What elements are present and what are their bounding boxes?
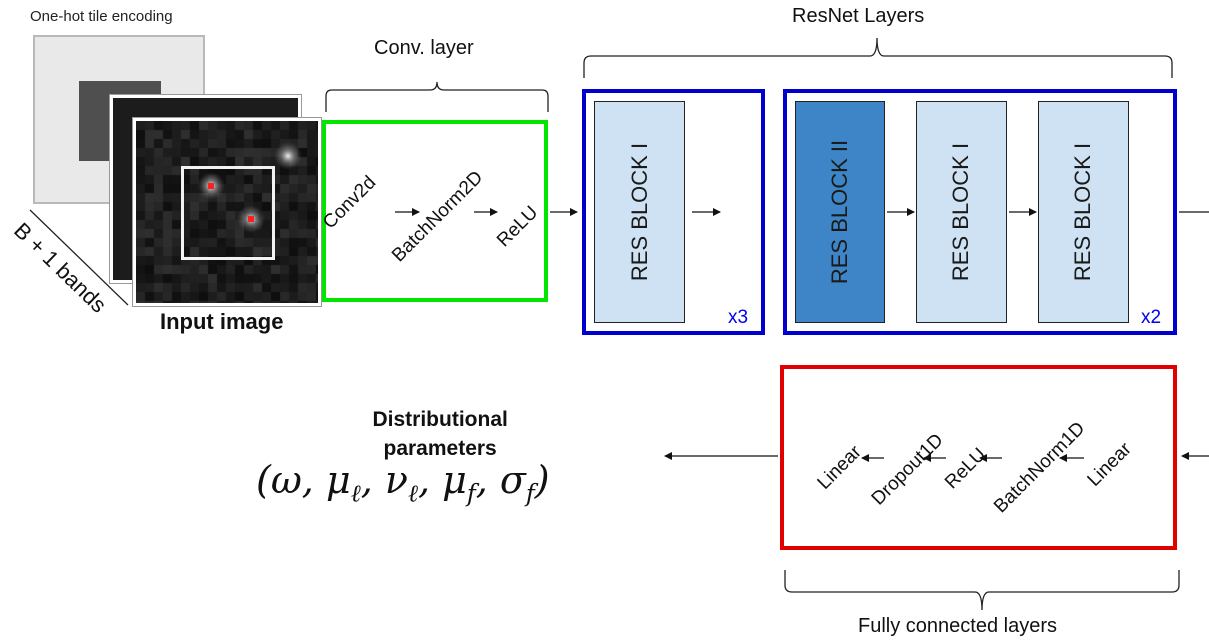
res-block-2a [795, 101, 885, 323]
res-block-2c [1038, 101, 1129, 323]
repeat-x2: x2 [1141, 307, 1162, 328]
res-block-1a [594, 101, 685, 323]
input-image-label: Input image [160, 309, 284, 334]
resnet-group-1 [582, 89, 765, 335]
bands-line [29, 209, 129, 306]
source-marker [208, 183, 214, 189]
conv-layer-box [322, 120, 548, 302]
resnet-group-2 [783, 89, 1177, 335]
conv-brace [325, 81, 549, 112]
input-image-noise [136, 121, 318, 303]
fc-brace [784, 570, 1180, 611]
fc-title: Fully connected layers [858, 615, 1057, 637]
repeat-x3: x3 [728, 307, 749, 328]
conv-layer-title: Conv. layer [374, 37, 474, 59]
resnet-title: ResNet Layers [792, 5, 925, 27]
resnet-brace [583, 37, 1173, 78]
tile-box [181, 166, 275, 260]
source-marker [248, 216, 254, 222]
res-block-2b [916, 101, 1007, 323]
fc-layer-box [780, 365, 1177, 550]
output-title-line1: Distributional [372, 408, 508, 431]
output-formula: (ω, μℓ, νℓ, μf, σf) [256, 458, 550, 508]
output-title-line2: parameters [383, 437, 497, 460]
input-band-front [133, 118, 321, 306]
tile-encoding-label: One-hot tile encoding [30, 8, 173, 25]
